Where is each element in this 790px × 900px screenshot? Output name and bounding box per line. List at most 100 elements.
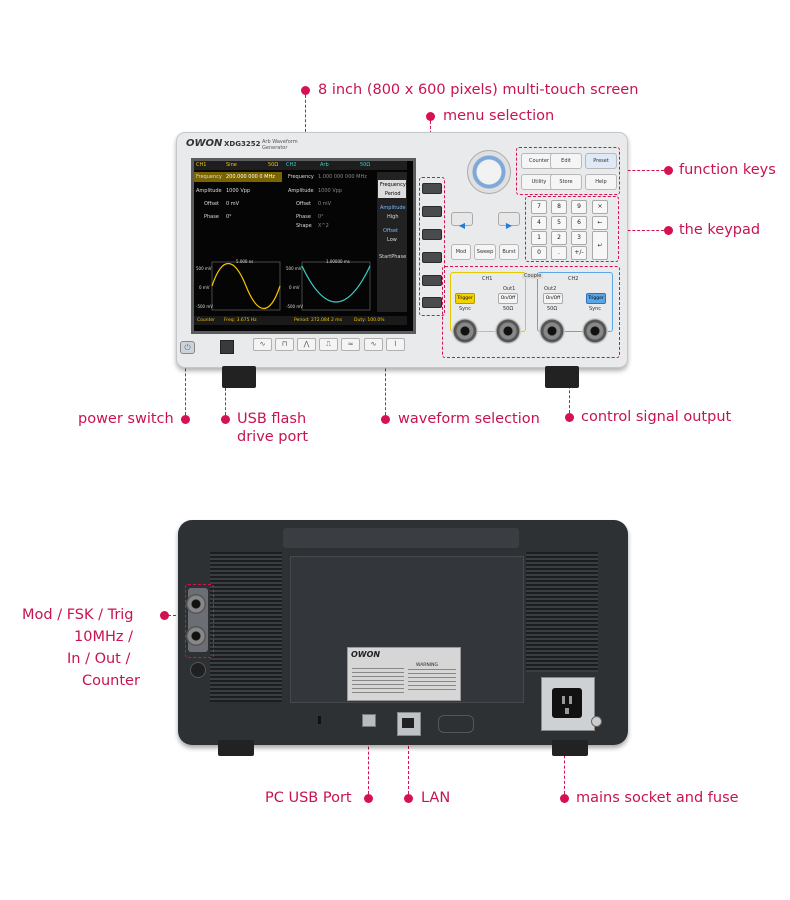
model-subtitle: Arb Waveform Generator (262, 139, 298, 151)
menu-softkey-5[interactable] (422, 275, 442, 286)
right-arrow-button[interactable]: ▶ (498, 212, 520, 230)
function-keys-highlight (516, 147, 620, 195)
key-0[interactable]: 0 (531, 246, 547, 260)
ch2-trigger-button[interactable]: Trigger (586, 293, 606, 304)
status-duty: Duty: 100.0% (354, 318, 385, 323)
menu-softkey-6[interactable] (422, 297, 442, 308)
mod-button[interactable]: Mod (451, 244, 471, 260)
left-arrow-button[interactable]: ◀ (451, 212, 473, 230)
burst-button[interactable]: Burst (499, 244, 519, 260)
vent-right (526, 552, 598, 672)
ch2-onoff-button[interactable]: On/Off (543, 293, 563, 304)
ch1-offset-value[interactable]: 0 mV (226, 201, 240, 207)
rotary-knob[interactable] (467, 150, 511, 194)
key-5[interactable]: 5 (551, 216, 567, 230)
ch1-freq-highlight (194, 172, 282, 182)
ch2-shape-value: X^2 (318, 223, 329, 229)
ch1-sync-bnc[interactable] (452, 318, 478, 344)
ch1-freq-value[interactable]: 200.000 000 0 MHz (226, 174, 275, 180)
ch2-tab[interactable]: CH2 (286, 162, 297, 168)
ch2-output-bnc[interactable] (539, 318, 565, 344)
ch1-offset-label: Offset (204, 201, 220, 207)
ch2-phase-label: Phase (296, 214, 311, 220)
screen-header (194, 161, 407, 170)
key-9[interactable]: 9 (571, 200, 587, 214)
rs232-cover (438, 715, 474, 733)
harmonic-icon: ∿ (370, 340, 377, 348)
menu-item-startphase[interactable]: StartPhase (379, 254, 407, 260)
key-7[interactable]: 7 (531, 200, 547, 214)
edit-button[interactable]: Edit (550, 153, 582, 169)
key-dot[interactable]: . (551, 246, 567, 260)
menu-item-amplitude[interactable]: Amplitude (380, 205, 406, 211)
ch1-output-bnc[interactable] (495, 318, 521, 344)
key-8[interactable]: 8 (551, 200, 567, 214)
enter-icon: ↵ (597, 242, 603, 249)
menu-softkey-1[interactable] (422, 183, 442, 194)
ch2-amp-value[interactable]: 1000 Vpp (318, 188, 343, 194)
arb-icon: ⌇ (393, 340, 398, 348)
menu-softkey-2[interactable] (422, 206, 442, 217)
callout-mod-3: In / Out / (67, 651, 131, 667)
power-switch[interactable]: ⏻ (180, 341, 195, 354)
key-1[interactable]: 1 (531, 231, 547, 245)
ref-10mhz-bnc[interactable] (186, 626, 206, 646)
menu-item-low[interactable]: Low (387, 237, 397, 243)
ch2-freq-value[interactable]: 1.000 000 000 MHz (318, 174, 367, 180)
square-wave-button[interactable]: ⊓ (275, 338, 294, 351)
leader-line (564, 730, 565, 794)
menu-item-period[interactable]: Period (385, 191, 401, 197)
usb-flash-port[interactable] (220, 340, 234, 354)
ch1-tab[interactable]: CH1 (196, 162, 207, 168)
noise-wave-button[interactable]: ≈ (341, 338, 360, 351)
ground-terminal[interactable] (190, 662, 206, 678)
key-3[interactable]: 3 (571, 231, 587, 245)
arrow-left-icon: ◀ (458, 221, 466, 230)
leader-line (385, 354, 386, 415)
callout-keypad: the keypad (679, 222, 761, 238)
pulse-icon: ⎍ (326, 340, 331, 348)
ramp-icon: ⋀ (303, 340, 310, 348)
arb-wave-button[interactable]: ⌇ (386, 338, 405, 351)
callout-dot (381, 415, 390, 424)
out1-label: Out1 (503, 286, 516, 292)
ramp-wave-button[interactable]: ⋀ (297, 338, 316, 351)
ch2-phase-value[interactable]: 0° (318, 214, 324, 220)
key-plus-minus[interactable]: +/- (571, 246, 587, 260)
store-button[interactable]: Store (550, 174, 582, 190)
ch1-trigger-button[interactable]: Trigger (455, 293, 475, 304)
ch1-amp-value[interactable]: 1000 Vpp (226, 188, 251, 194)
key-enter[interactable]: ↵ (592, 231, 608, 260)
menu-item-frequency-bg (378, 180, 406, 198)
menu-item-frequency[interactable]: Frequency (380, 182, 406, 188)
menu-item-offset[interactable]: Offset (383, 228, 399, 234)
ch2-time-base: 1.00000 ms (326, 259, 350, 264)
pc-usb-port[interactable] (362, 714, 376, 727)
ch1-onoff-button[interactable]: On/Off (498, 293, 518, 304)
ch2-sync-bnc[interactable] (582, 318, 608, 344)
sine-wave-button[interactable]: ∿ (253, 338, 272, 351)
key-4[interactable]: 4 (531, 216, 547, 230)
ch1-wave: Sine (226, 162, 237, 168)
key-6[interactable]: 6 (571, 216, 587, 230)
key-backspace[interactable]: ← (592, 216, 608, 230)
preset-button[interactable]: Preset (585, 153, 617, 169)
pulse-wave-button[interactable]: ⎍ (319, 338, 338, 351)
menu-item-high[interactable]: High (387, 214, 399, 220)
ch2-offset-value[interactable]: 0 mV (318, 201, 332, 207)
key-cancel[interactable]: × (592, 200, 608, 214)
ch1-amp-label: Amplitude (196, 188, 222, 194)
menu-selection-highlight (419, 177, 445, 316)
callout-dot (364, 794, 373, 803)
mod-fsk-trig-bnc[interactable] (186, 594, 206, 614)
sweep-button[interactable]: Sweep (474, 244, 496, 260)
harmonic-wave-button[interactable]: ∿ (364, 338, 383, 351)
menu-softkey-4[interactable] (422, 252, 442, 263)
ch1-y-top: 500 mV (196, 266, 212, 271)
menu-softkey-3[interactable] (422, 229, 442, 240)
key-2[interactable]: 2 (551, 231, 567, 245)
status-counter: Counter (197, 318, 215, 323)
callout-mod-1: Mod / FSK / Trig (22, 607, 134, 623)
help-button[interactable]: Help (585, 174, 617, 190)
ch1-phase-value[interactable]: 0° (226, 214, 232, 220)
